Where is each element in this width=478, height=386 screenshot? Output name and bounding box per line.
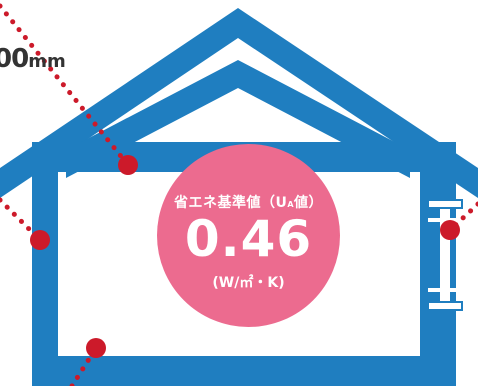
ua-value-badge: 省エネ基準値（UA値） 0.46 (W/㎡・K): [157, 144, 340, 327]
leader-line-roof: [0, 3, 131, 168]
window-frame-icon: [427, 199, 463, 311]
badge-title-prefix: 省エネ基準値（U: [173, 195, 288, 211]
leader-dot-floor: [86, 338, 106, 358]
leader-line-floor: [69, 345, 99, 386]
leader-dot-wall: [30, 230, 50, 250]
badge-title-subscript: A: [287, 200, 295, 209]
insulation-thickness-unit: mm: [28, 51, 66, 72]
insulation-thickness-value: 00: [0, 44, 29, 74]
insulation-thickness-label: 00mm: [0, 46, 66, 72]
leader-dot-window: [440, 220, 460, 240]
leader-dots: [30, 155, 460, 358]
leader-line-wall: [0, 197, 43, 243]
badge-title: 省エネ基準値（UA値）: [157, 192, 340, 212]
badge-title-suffix: 値）: [294, 195, 324, 211]
badge-value: 0.46: [184, 210, 313, 268]
badge-unit: (W/㎡・K): [212, 275, 285, 291]
leader-dot-roof: [118, 155, 138, 175]
